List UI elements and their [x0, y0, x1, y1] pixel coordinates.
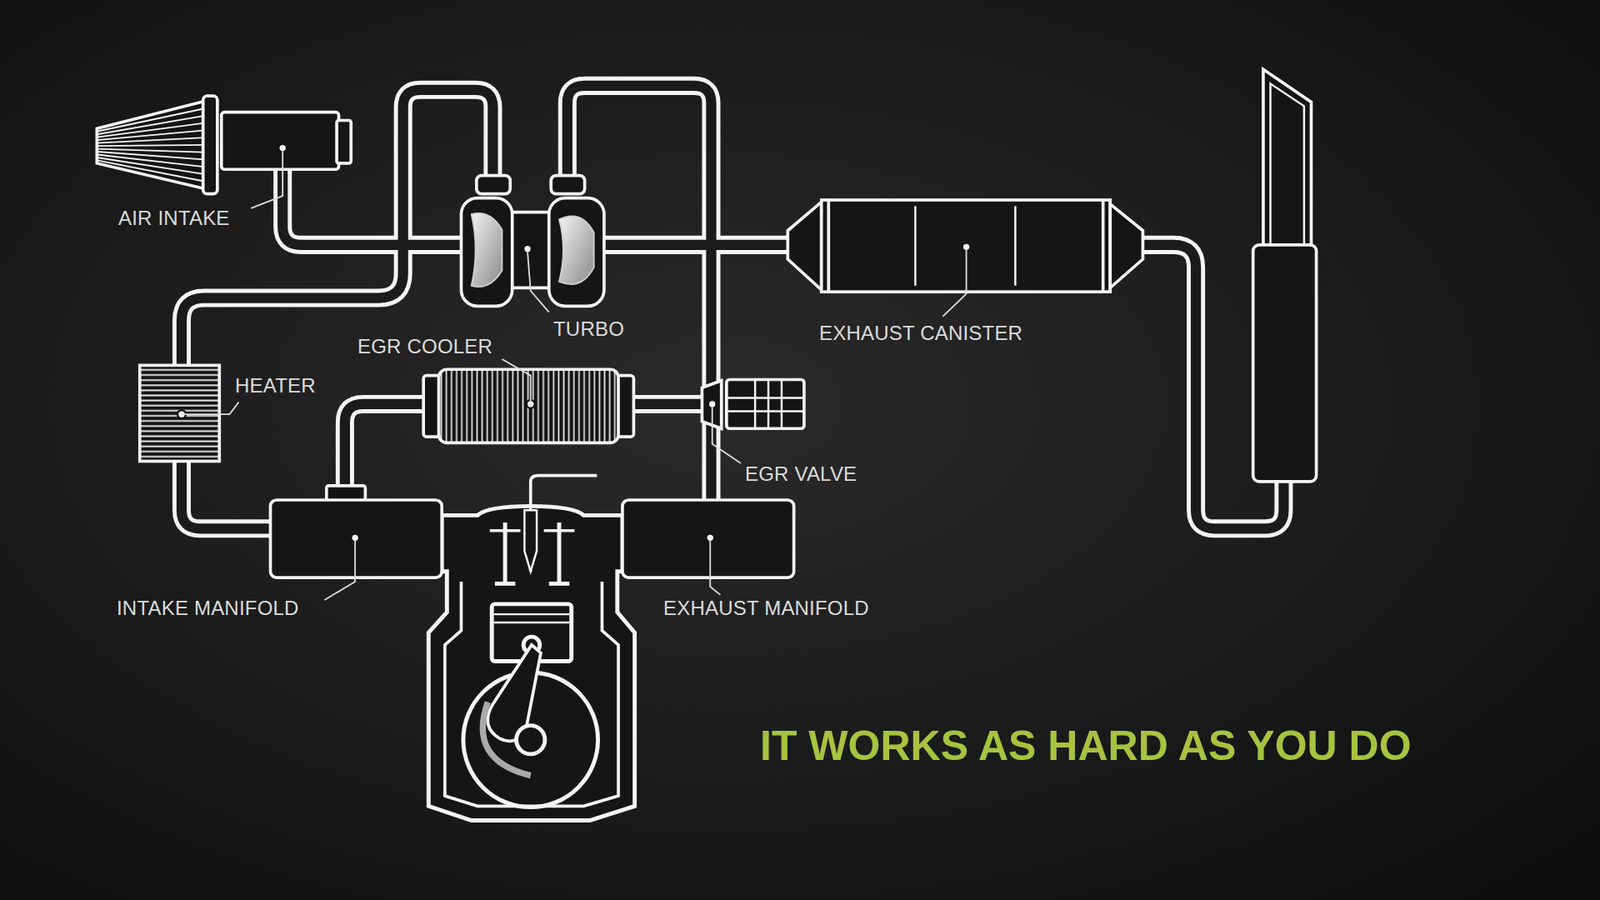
air-filter-part-part — [96, 157, 210, 175]
air-filter-part — [96, 100, 210, 190]
leader-lines-part — [942, 250, 966, 317]
turbo-part — [559, 216, 595, 285]
intake-manifold — [270, 485, 442, 578]
exhaust-stack-part — [1263, 69, 1312, 250]
engine-cylinder-part — [524, 510, 537, 571]
egr-cooler-part — [439, 369, 620, 443]
leader-lines-part — [324, 540, 355, 600]
engine-cylinder-part — [549, 581, 570, 586]
exhaust-stack-part — [1270, 83, 1304, 249]
egr-cooler-part — [526, 400, 535, 409]
air-filter-part-part — [96, 149, 210, 153]
leader-lines-part — [710, 540, 720, 595]
air-filter-part — [96, 107, 210, 183]
egr-valve-part — [726, 396, 805, 399]
egr-valve-part — [726, 410, 805, 412]
exhaust-stack — [1253, 69, 1317, 482]
pipe-network-part — [181, 85, 1284, 529]
part-label: TURBO — [553, 318, 625, 340]
air-filter-part-part — [96, 107, 210, 132]
air-filter-part — [336, 120, 351, 163]
turbo-part — [476, 175, 510, 195]
leader-lines — [181, 150, 967, 600]
air-filter-part — [203, 95, 218, 195]
heater — [140, 365, 220, 461]
exhaust-canister-part — [914, 205, 916, 286]
turbo-part — [460, 198, 512, 307]
engine-cylinder-part — [494, 613, 570, 615]
engine-cylinder-part — [495, 581, 515, 586]
exhaust-canister-part — [787, 201, 821, 290]
air-filter-part — [280, 145, 286, 151]
leader-lines-part — [527, 251, 550, 312]
turbo-part — [524, 245, 530, 252]
intake-manifold-part — [270, 500, 442, 578]
engine-cylinder-part — [516, 725, 545, 755]
intake-manifold-part — [351, 535, 358, 541]
exhaust-stack-part — [1253, 245, 1317, 482]
turbo — [460, 175, 604, 307]
exhaust-canister-part — [1014, 205, 1016, 286]
exhaust-canister-part — [826, 200, 830, 292]
heater-part — [140, 365, 220, 461]
part-label: EXHAUST CANISTER — [819, 322, 1023, 345]
exhaust-manifold — [622, 500, 795, 578]
engine-cylinder-part — [428, 505, 635, 820]
egr-valve-part — [767, 380, 770, 430]
part-label: EGR VALVE — [745, 463, 857, 485]
air-filter-part-part — [96, 137, 210, 144]
part-label: INTAKE MANIFOLD — [116, 597, 300, 620]
part-label: EGR COOLER — [357, 335, 493, 358]
exhaust-manifold-part — [707, 535, 714, 541]
pipe-network-part — [181, 85, 1284, 529]
air-filter-part-part — [96, 145, 210, 146]
egr-valve-part — [726, 380, 805, 430]
turbo-part — [508, 212, 554, 289]
exhaust-canister-part — [963, 244, 970, 250]
leader-lines-part — [501, 359, 530, 401]
exhaust-canister — [787, 200, 1143, 292]
egr-valve-part — [780, 380, 783, 430]
pipe-network — [181, 85, 1284, 529]
tagline: IT WORKS AS HARD AS YOU DO — [760, 723, 1412, 770]
part-label: EXHAUST MANIFOLD — [663, 597, 870, 620]
part-label: AIR INTAKE — [118, 207, 230, 230]
turbo-part — [549, 198, 605, 307]
leader-lines-part — [712, 407, 741, 464]
engine-cylinder — [428, 475, 635, 821]
turbo-part — [471, 213, 503, 287]
exhaust-manifold-part — [622, 500, 795, 578]
turbo-part — [550, 175, 585, 195]
air-filter — [96, 95, 351, 195]
air-filter-part-part — [96, 160, 210, 182]
egr-valve-part — [709, 400, 715, 407]
leader-lines-part — [250, 150, 283, 209]
exhaust-canister-part — [1110, 204, 1143, 288]
egr-cooler — [423, 369, 634, 443]
exhaust-canister-part — [1101, 200, 1105, 292]
egr-valve-part — [754, 380, 756, 430]
leader-lines-part — [181, 401, 240, 415]
air-filter-part — [221, 112, 340, 170]
engine-cylinder-part — [494, 621, 570, 624]
egr-valve — [701, 380, 804, 430]
part-label: HEATER — [235, 375, 316, 397]
engine-cylinder-part — [530, 475, 598, 572]
engine-cylinder-part — [490, 529, 521, 533]
engine-cylinder-part — [544, 529, 575, 533]
